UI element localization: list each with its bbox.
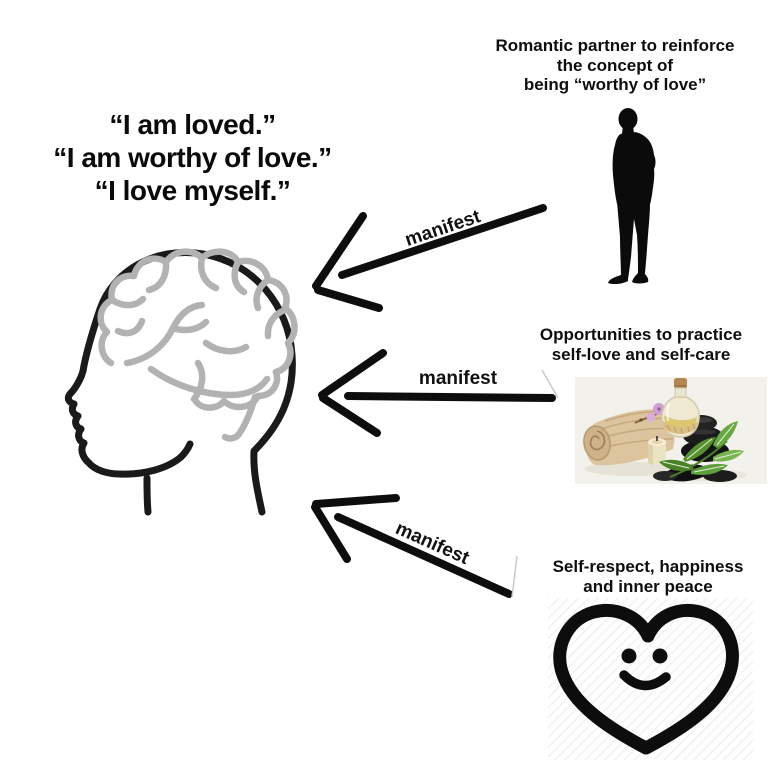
candle-illustration [648, 436, 666, 465]
manifest-label-3: manifest [392, 518, 473, 570]
label-self-care-line-1: Opportunities to practice [539, 325, 743, 344]
manifest-label-1: manifest [402, 206, 484, 251]
affirmation-line-1: “I am loved.” [109, 109, 276, 140]
oil-bottle-illustration [661, 378, 700, 438]
head-brain-illustration [64, 248, 298, 516]
man-silhouette-image [608, 108, 656, 285]
label-inner-peace-line-1: Self-respect, happiness [552, 557, 744, 576]
leaves-illustration [659, 421, 744, 478]
label-inner-peace-line-2: and inner peace [583, 576, 713, 596]
label-romantic-partner: Romantic partner to reinforce the concep… [454, 36, 768, 95]
label-self-care: Opportunities to practice self-love and … [492, 325, 768, 364]
label-romantic-partner-line-3: being “worthy of love” [523, 75, 707, 94]
affirmations-text: “I am loved.” “I am worthy of love.” “I … [5, 108, 380, 207]
label-self-care-line-2: self-love and self-care [551, 344, 731, 364]
manifest-label-2: manifest [418, 368, 498, 389]
affirmation-line-3: “I love myself.” [94, 175, 291, 206]
watermark-line-1 [541, 369, 559, 399]
label-romantic-partner-line-2: the concept of [556, 55, 674, 75]
label-inner-peace: Self-respect, happiness and inner peace [510, 557, 768, 596]
smiling-heart-icon [548, 598, 753, 760]
heart-left-eye [621, 648, 637, 664]
brain-icon [97, 248, 298, 442]
label-romantic-partner-line-1: Romantic partner to reinforce [495, 36, 735, 55]
arrow-from-selfcare [318, 349, 556, 437]
heart-right-eye [652, 648, 668, 664]
spa-photo [575, 377, 767, 484]
heart-smile [619, 670, 671, 691]
affirmation-line-2: “I am worthy of love.” [53, 142, 332, 173]
